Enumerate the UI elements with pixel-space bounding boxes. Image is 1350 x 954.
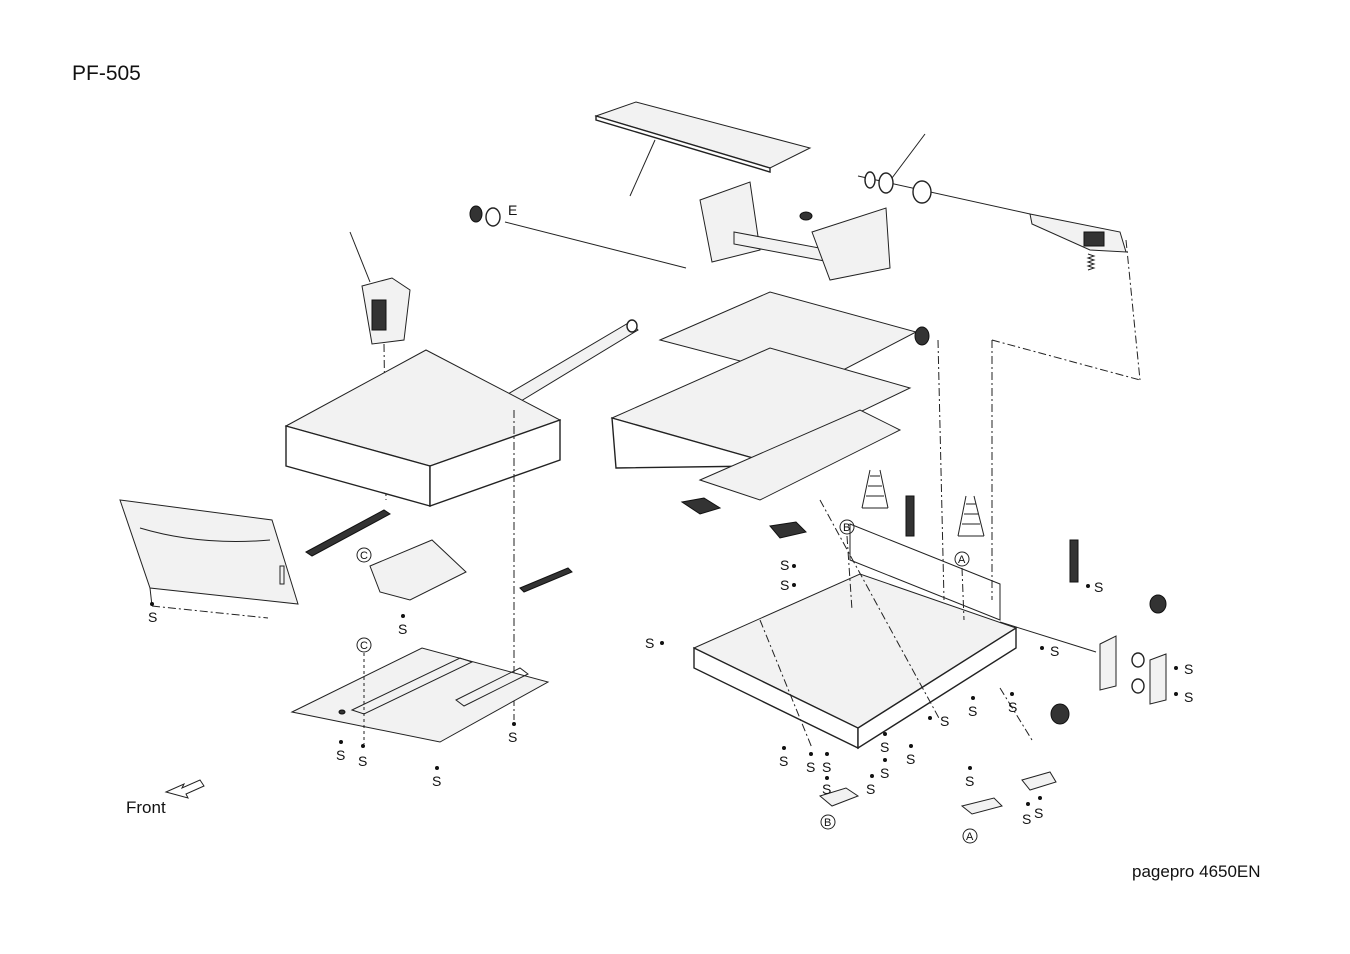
svg-text:A: A <box>958 554 966 566</box>
screw-label: S <box>906 751 915 767</box>
screw-label: S <box>1022 811 1031 827</box>
left-cassette-body <box>284 349 562 720</box>
lift-spring-right <box>957 495 985 537</box>
ref-callout-b-top: B <box>839 519 855 611</box>
bottom-bracket-b <box>818 787 860 807</box>
left-bottom-plate <box>290 647 550 743</box>
front-direction-label: Front <box>126 798 166 817</box>
screw-label: S <box>880 739 889 755</box>
e-ring-label: E <box>508 202 517 218</box>
svg-text:C: C <box>360 640 368 652</box>
pickup-roller-assembly <box>857 133 1141 381</box>
screw-label: S <box>780 577 789 593</box>
screw-label: S <box>1034 805 1043 821</box>
side-gear-assembly <box>999 594 1167 725</box>
screw-label: S <box>780 557 789 573</box>
screw-label: S <box>1050 643 1059 659</box>
ref-callout-c-lower: C <box>356 637 372 744</box>
ref-callout-a-bottom: A <box>962 828 978 844</box>
model-footer: pagepro 4650EN <box>1132 862 1261 881</box>
upper-paper-tray <box>610 291 1141 601</box>
front-cover <box>119 499 299 619</box>
screw-label: S <box>822 781 831 797</box>
screw-label: S <box>336 747 345 763</box>
upper-frame-bracket <box>699 181 891 281</box>
guide-bracket-small <box>680 495 1079 583</box>
lift-spring-left <box>861 469 889 509</box>
screw-label: S <box>806 759 815 775</box>
svg-text:A: A <box>966 831 974 843</box>
svg-text:C: C <box>360 550 368 562</box>
screw-label: S <box>432 773 441 789</box>
ref-callout-a-top: A <box>954 551 970 621</box>
lower-tray-cassette <box>692 499 1018 750</box>
screw-label: S <box>940 713 949 729</box>
screw-label: S <box>645 635 654 651</box>
screw-label: S <box>1184 689 1193 705</box>
screw-label: S <box>968 703 977 719</box>
screw-label: S <box>880 765 889 781</box>
left-pickup-unit <box>349 231 411 501</box>
screw-label: S <box>508 729 517 745</box>
ref-callout-c-upper: C <box>356 547 372 563</box>
screw-label: S <box>822 759 831 775</box>
top-cover-panel <box>594 101 812 197</box>
screw-label: S <box>1184 661 1193 677</box>
page-title: PF-505 <box>72 62 141 85</box>
drive-shaft: E <box>469 202 687 269</box>
bottom-lever-part <box>999 687 1057 791</box>
screw-label: S <box>148 609 157 625</box>
screw-label: S <box>866 781 875 797</box>
screw-callouts: S S S S S S S S S S S S S S S S S S S <box>148 557 1193 827</box>
ref-callout-b-bottom: B <box>820 814 836 830</box>
bottom-bracket-a <box>960 797 1003 815</box>
screw-label: S <box>1094 579 1103 595</box>
svg-text:B: B <box>843 522 850 534</box>
screw-label: S <box>1008 699 1017 715</box>
front-direction-arrow <box>164 779 205 799</box>
screw-label: S <box>398 621 407 637</box>
fan-shaped-guide <box>369 539 467 601</box>
screw-label: S <box>779 753 788 769</box>
svg-text:B: B <box>824 817 831 829</box>
screw-label: S <box>965 773 974 789</box>
paper-guide-rail <box>305 509 573 593</box>
screw-label: S <box>358 753 367 769</box>
